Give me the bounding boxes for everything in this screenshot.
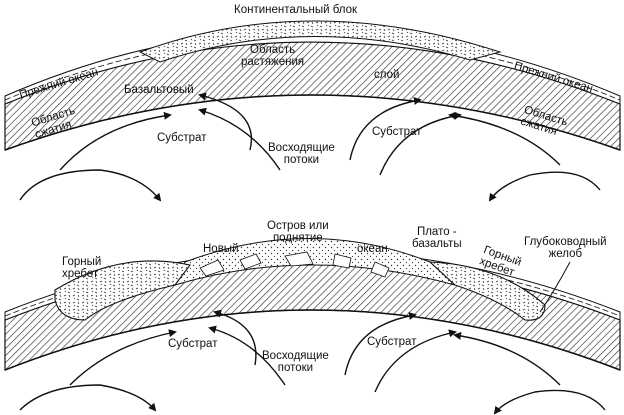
label-plateau: Плато - базальты: [412, 226, 462, 250]
label-substrate-bottom-left: Субстрат: [168, 338, 217, 350]
label-basaltic: Базальтовый: [124, 84, 194, 96]
label-substrate-top-left: Субстрат: [157, 132, 206, 144]
label-trench: Глубоководный желоб: [524, 236, 607, 260]
label-new: Новый: [203, 243, 239, 255]
label-substrate-bottom-right: Субстрат: [367, 336, 416, 348]
label-ocean: океан: [357, 243, 388, 255]
label-mountain-left: Горный хребет: [62, 256, 101, 280]
label-upwelling-bottom: Восходящие потоки: [262, 350, 329, 374]
top-basaltic-layer: [5, 42, 620, 150]
label-continental-block: Континентальный блок: [234, 4, 357, 16]
label-substrate-top-right: Субстрат: [372, 126, 421, 138]
label-extension: Область растяжения: [241, 44, 304, 68]
label-upwelling-top: Восходящие потоки: [268, 142, 335, 166]
label-layer: слой: [374, 69, 399, 81]
label-island: Остров или поднятие: [267, 220, 329, 244]
